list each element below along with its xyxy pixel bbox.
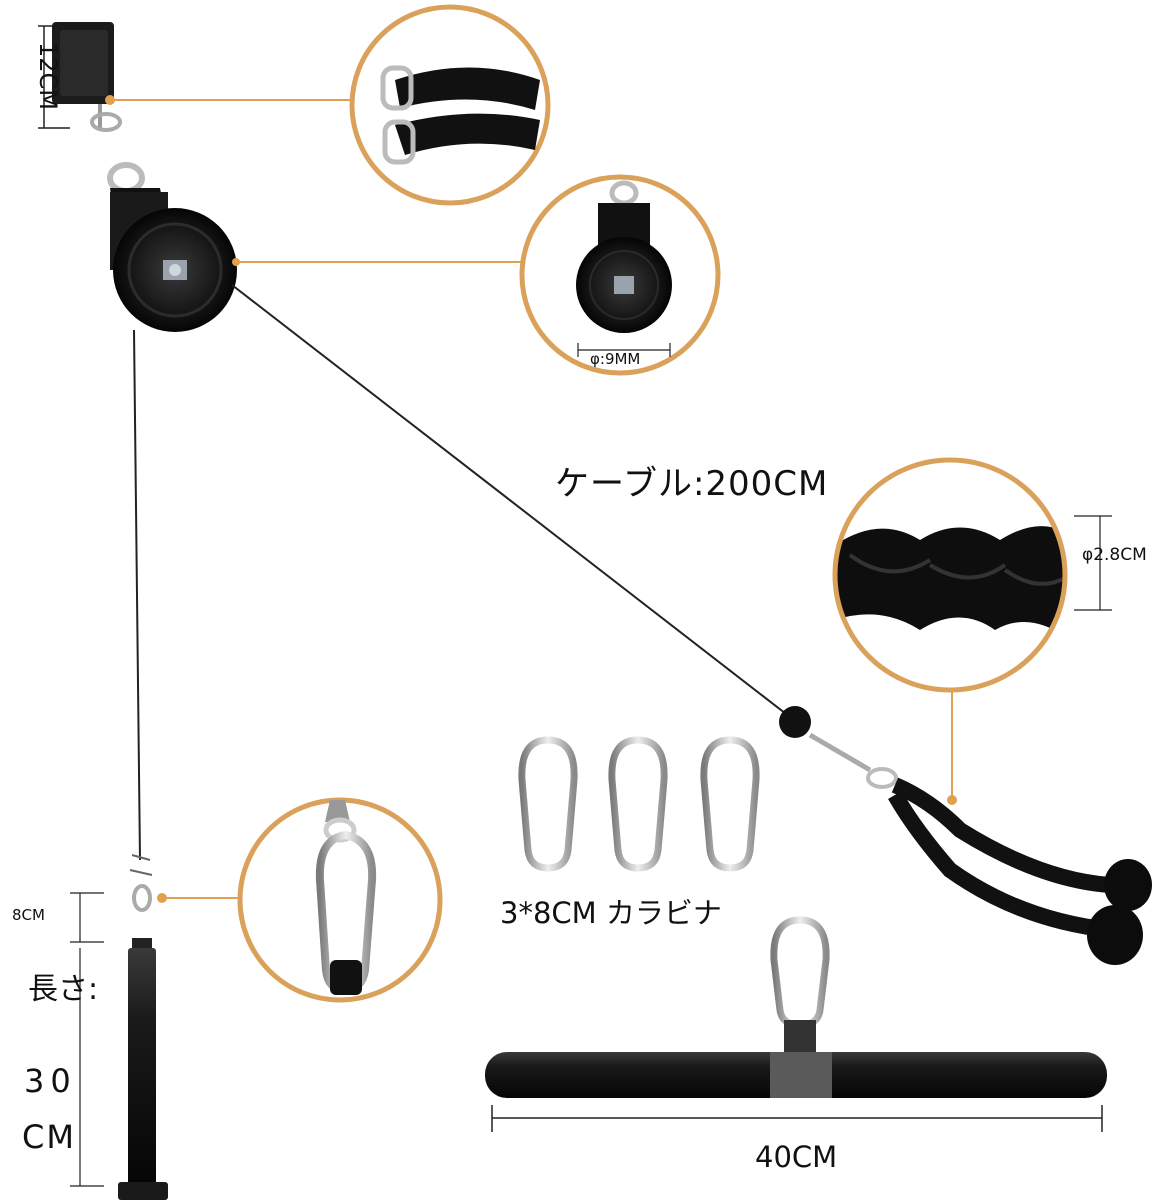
handle-length-unit: CM bbox=[22, 1118, 76, 1156]
door-strap bbox=[52, 22, 122, 132]
rope-zoom-circle bbox=[832, 457, 1112, 693]
carabiner-set bbox=[518, 736, 760, 872]
strap-dimension bbox=[38, 25, 70, 129]
tricep-rope bbox=[779, 706, 1152, 965]
cable-length-label: ケーブル:200CM bbox=[555, 464, 829, 504]
hook-dimension bbox=[70, 892, 104, 1187]
pulley-zoom-circle bbox=[519, 174, 721, 376]
loading-pin bbox=[118, 854, 168, 1200]
handle-length-value: 30 bbox=[24, 1062, 77, 1100]
main-pulley bbox=[107, 162, 237, 332]
vertical-cable bbox=[133, 329, 141, 861]
strap-size-label: 12CM bbox=[34, 42, 62, 111]
strap-zoom-circle bbox=[349, 4, 551, 206]
bar-length-label: 40CM bbox=[755, 1140, 838, 1174]
diagonal-cable bbox=[231, 284, 791, 718]
straight-bar bbox=[485, 916, 1107, 1132]
rope-diameter-label: φ2.8CM bbox=[1082, 545, 1147, 565]
pulley-bore-label: φ:9MM bbox=[590, 350, 641, 368]
carabiner-label: 3*8CM カラビナ bbox=[500, 896, 722, 930]
handle-length-caption: 長さ: bbox=[28, 972, 99, 1007]
hook-size-label: 8CM bbox=[12, 906, 45, 924]
hook-zoom-circle bbox=[237, 797, 443, 1003]
